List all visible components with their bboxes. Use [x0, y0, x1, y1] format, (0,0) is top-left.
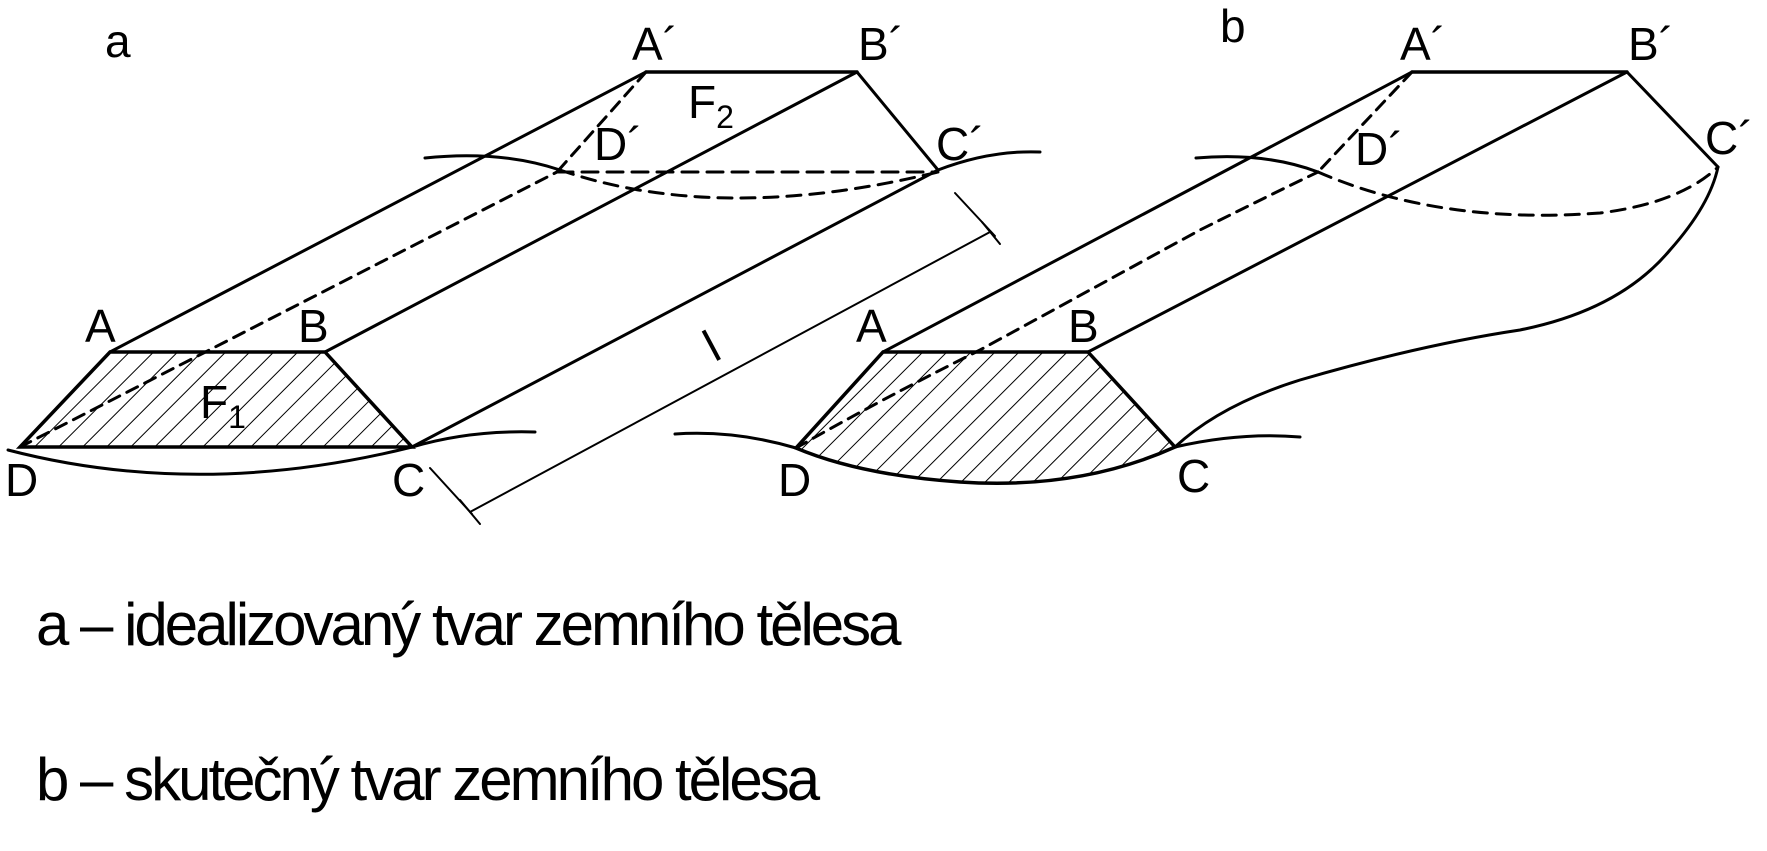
edge-a-a2	[108, 70, 648, 354]
edge-d-d2-hidden	[18, 170, 559, 449]
panel-a-label: a	[105, 15, 131, 67]
panel-b-label: b	[1220, 0, 1246, 52]
ground-back-hidden-b	[1316, 165, 1720, 217]
point-c-label-b: C	[1177, 450, 1210, 502]
edge-c-c2-actual	[1173, 165, 1720, 449]
ground-front-b	[673, 431, 1302, 450]
point-a-label-b: A	[856, 300, 887, 352]
point-d2-label: D´	[594, 118, 643, 170]
point-a2-label: A´	[632, 18, 678, 70]
caption-idealized: a – idealizovaný tvar zemního tělesa	[36, 591, 902, 658]
area-f1-label: F1	[200, 376, 246, 435]
ground-back-hidden	[558, 168, 940, 200]
point-d-label-b: D	[778, 454, 811, 506]
point-d2-label-b: D´	[1355, 123, 1404, 175]
dimension-tick-front	[459, 499, 481, 525]
point-b2-label: B´	[858, 18, 904, 70]
point-c-label: C	[392, 454, 425, 506]
ground-back-visible-b	[1194, 155, 1320, 174]
back-left-slope-hidden-b	[1316, 70, 1414, 174]
point-a-label: A	[85, 300, 116, 352]
ground-back-visible	[423, 150, 1042, 172]
edge-d-d2-hidden-b	[794, 170, 1320, 450]
point-b2-label-b: B´	[1628, 18, 1674, 70]
edge-c-c2	[410, 168, 940, 449]
edge-a-a2-b	[881, 70, 1414, 354]
caption-actual: b – skutečný tvar zemního tělesa	[36, 746, 820, 813]
edge-b-b2	[323, 70, 859, 354]
front-section-actual	[793, 350, 1178, 485]
point-c2-label-b: C´	[1705, 112, 1754, 164]
edge-b-b2-b	[1086, 70, 1629, 354]
point-b-label-b: B	[1068, 300, 1099, 352]
panel-a	[6, 70, 1042, 525]
area-f2-label: F2	[688, 76, 734, 135]
back-right-slope-b	[1625, 70, 1720, 169]
dimension-tick-back	[981, 221, 1001, 245]
dimension-line-l	[469, 231, 991, 513]
point-c2-label: C´	[936, 118, 985, 170]
point-a2-label-b: A´	[1400, 18, 1446, 70]
length-l-label: l	[695, 320, 728, 371]
back-right-slope	[855, 70, 940, 172]
back-left-slope-hidden	[555, 70, 648, 174]
point-b-label: B	[298, 300, 329, 352]
panel-b	[673, 70, 1720, 485]
point-d-label: D	[5, 454, 38, 506]
ground-front	[6, 430, 537, 476]
